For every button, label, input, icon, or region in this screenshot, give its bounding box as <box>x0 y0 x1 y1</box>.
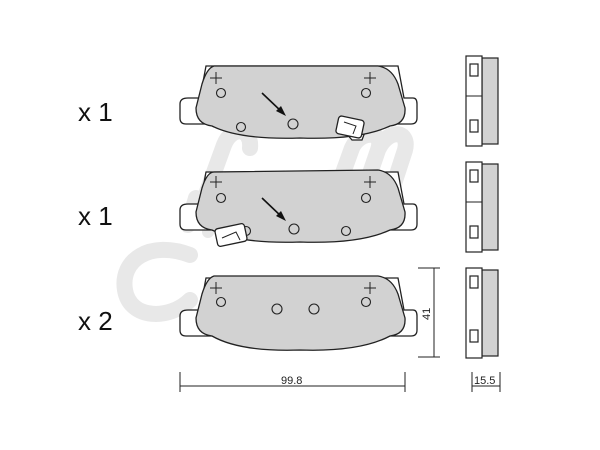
height-dimension: 41 <box>418 267 440 358</box>
quantity-label-top: x 1 <box>78 97 113 127</box>
pad-hole <box>288 223 300 235</box>
height-value: 41 <box>421 308 433 320</box>
brake-pad-bottom <box>179 275 418 351</box>
pad-hole <box>215 87 227 99</box>
width-value: 99.8 <box>281 375 302 387</box>
friction-material <box>195 169 406 243</box>
pad-hole <box>287 118 299 130</box>
wear-indicator-clip <box>214 222 248 248</box>
brake-pad-top <box>179 65 418 141</box>
quantity-label-middle: x 1 <box>78 201 113 231</box>
pad-hole <box>360 296 372 308</box>
pad-hole <box>360 87 372 99</box>
pad-hole <box>215 296 227 308</box>
width-dimension: 99.8 <box>179 372 406 392</box>
side-view-middle <box>465 161 499 253</box>
arrow-head-icon <box>276 106 286 116</box>
pad-hole <box>235 121 247 133</box>
pad-hole <box>215 192 227 204</box>
side-view-bottom <box>465 267 499 359</box>
thickness-dimension: 15.5 <box>471 372 501 392</box>
friction-material <box>195 275 406 351</box>
pad-hole <box>308 303 320 315</box>
pad-hole <box>271 303 283 315</box>
brake-pad-middle <box>179 169 418 248</box>
pad-hole <box>340 225 352 237</box>
thickness-value: 15.5 <box>474 375 495 387</box>
pad-hole <box>360 192 372 204</box>
side-view-top <box>465 55 499 147</box>
arrow-head-icon <box>276 211 286 221</box>
wear-indicator-clip <box>335 115 365 139</box>
quantity-label-bottom: x 2 <box>78 306 113 336</box>
friction-material <box>195 65 406 139</box>
